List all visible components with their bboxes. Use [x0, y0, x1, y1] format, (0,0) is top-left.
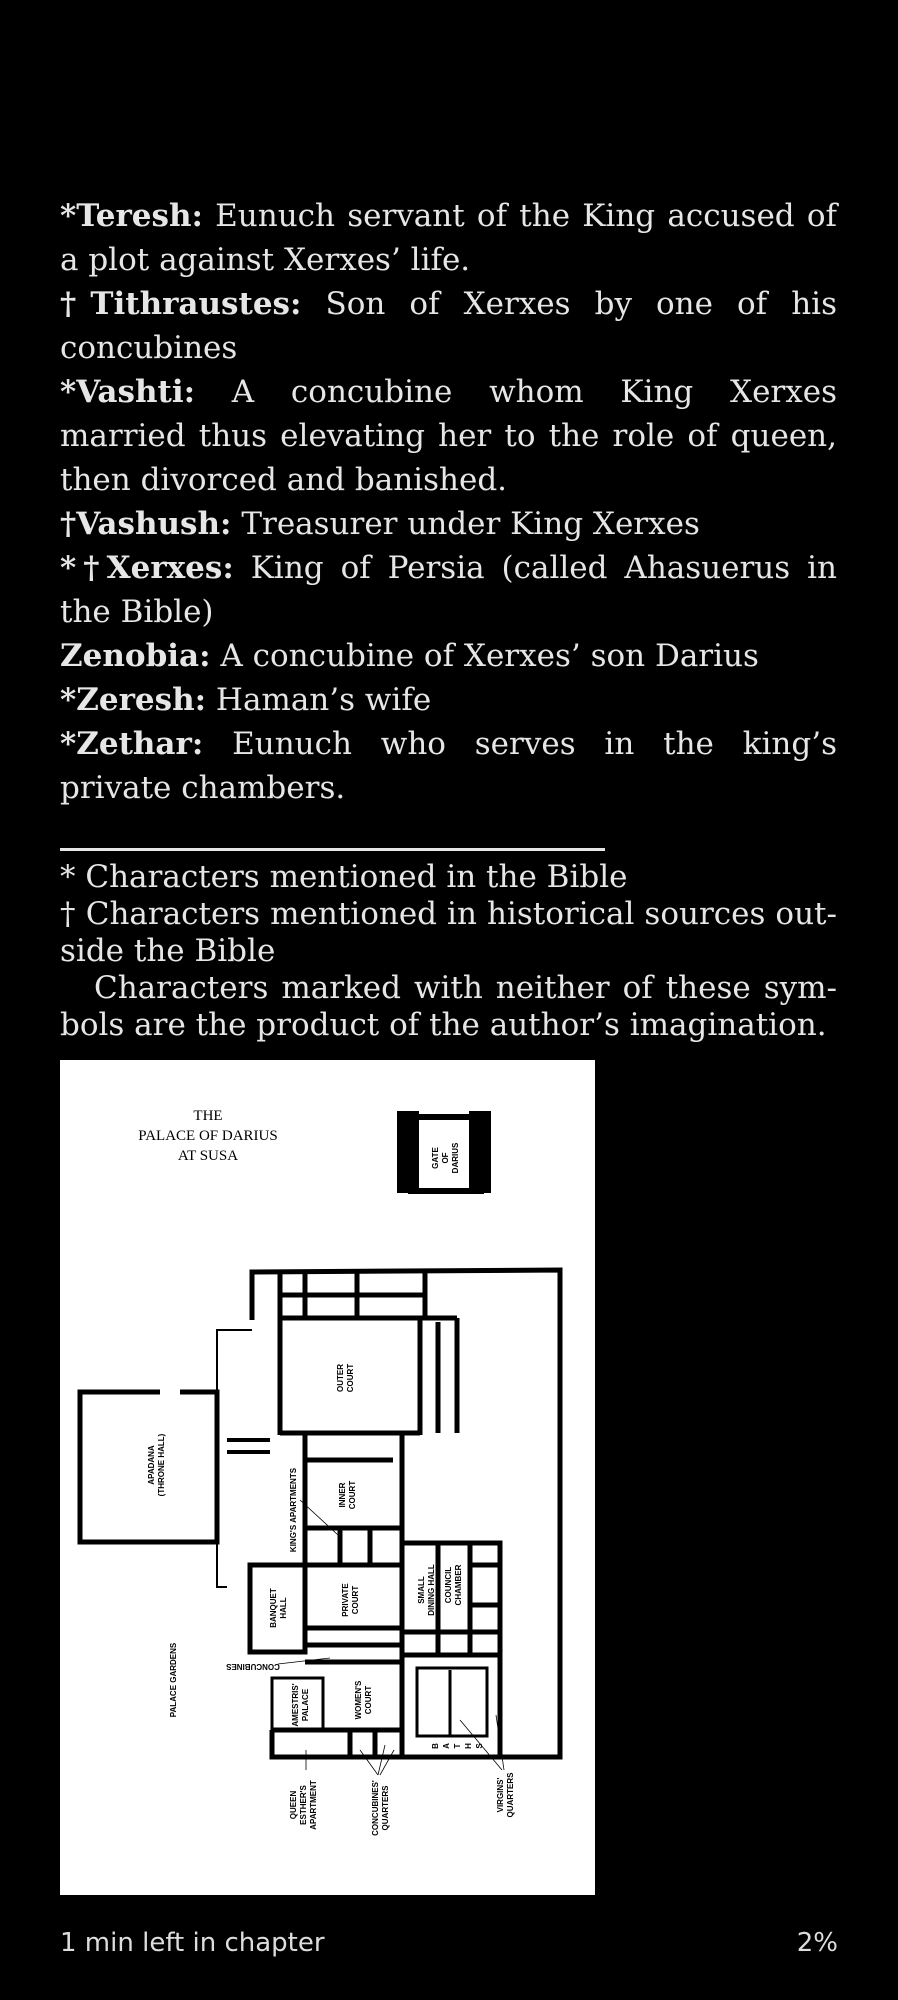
time-left-in-chapter: 1 min left in chapter — [60, 1928, 325, 1958]
entry-vashush: †Vashush: Treasurer under King Xerxes — [60, 502, 837, 546]
banquet-hall-label: BANQUET — [269, 1588, 278, 1628]
entry-desc: Son of Xerxes by one of his concu­bines — [60, 286, 837, 366]
note-historical: † Characters mentioned in historical sou… — [60, 896, 837, 969]
entry-xerxes: *†Xerxes: King of Persia (called Ahasuer… — [60, 546, 837, 634]
entry-name: †Vashush: — [60, 506, 232, 542]
entry-desc: Eunuch servant of the King accused of a … — [60, 198, 837, 278]
book-progress: 2% — [796, 1928, 838, 1958]
apadana-label: (THRONE HALL) — [157, 1433, 166, 1496]
banquet-hall-label: HALL — [279, 1597, 288, 1618]
outer-court-label: COURT — [346, 1364, 355, 1393]
council-chamber-label: CHAMBER — [454, 1564, 463, 1605]
entry-desc: King of Persia (called Ahasuerus in the … — [60, 550, 837, 630]
palace-floorplan: THE PALACE OF DARIUS AT SUSA GATE OF DAR… — [77, 1108, 563, 1836]
gate-label: DARIUS — [451, 1142, 460, 1173]
private-court-label: COURT — [351, 1586, 360, 1615]
entry-vashti: *Vashti: A concubine whom King Xerxes ma… — [60, 370, 837, 502]
entry-desc: Treasurer under King Xerxes — [231, 506, 700, 542]
outer-court-label: OUTER — [336, 1364, 345, 1392]
baths-letter: B — [431, 1743, 440, 1749]
esther-apartment-label: ESTHER'S — [299, 1784, 308, 1824]
entry-teresh: *Teresh: Eunuch servant of the King accu… — [60, 194, 837, 282]
entry-name: *Teresh: — [60, 198, 203, 234]
entry-desc: A concubine of Xerxes’ son Darius — [210, 638, 759, 674]
womens-court-label: WOMEN'S — [354, 1680, 363, 1719]
concubines-quarters-label: CONCUBINES' — [371, 1780, 380, 1836]
virgins-quarters-label: VIRGINS' — [496, 1778, 505, 1813]
apadana-label: APADANA — [147, 1445, 156, 1485]
baths-letter: A — [442, 1743, 451, 1749]
baths-letter: H — [464, 1743, 473, 1749]
glossary: *Teresh: Eunuch servant of the King accu… — [60, 194, 837, 1044]
womens-court-label: COURT — [364, 1686, 373, 1715]
dining-hall-label: SMALL — [417, 1576, 426, 1604]
council-chamber-label: COUNCIL — [444, 1567, 453, 1604]
kings-apartments-label: KING'S APARTMENTS — [289, 1467, 298, 1552]
dining-hall-label: DINING HALL — [427, 1564, 436, 1616]
entry-name: Zenobia: — [60, 638, 211, 674]
entry-desc: A concubine whom King Xerxes married thu… — [60, 374, 837, 498]
entry-name: †Tithraustes: — [60, 286, 302, 322]
map-title: PALACE OF DARIUS — [138, 1128, 277, 1144]
concubines-quarters-label: QUARTERS — [381, 1785, 390, 1831]
note-imaginary: Characters marked with neither of these … — [60, 970, 837, 1043]
entry-name: *Zeresh: — [60, 682, 207, 718]
gate-label: GATE — [431, 1147, 440, 1169]
amestris-palace-label: PALACE — [301, 1688, 310, 1721]
virgins-quarters-label: QUARTERS — [506, 1772, 515, 1818]
entry-name: *Zethar: — [60, 726, 204, 762]
inner-court-label: COURT — [348, 1481, 357, 1510]
gate-label: OF — [441, 1152, 450, 1163]
entry-name: *Vashti: — [60, 374, 196, 410]
entry-name: *†Xerxes: — [60, 550, 234, 586]
inner-court-label: INNER — [338, 1482, 347, 1507]
amestris-palace-label: AMESTRIS' — [291, 1683, 300, 1726]
concubines-label: CONCUBINES — [225, 1662, 279, 1671]
baths-letter: T — [453, 1743, 462, 1748]
entry-desc: Eunuch who serves in the king’s private … — [60, 726, 837, 806]
entry-zenobia: Zenobia: A concubine of Xerxes’ son Dari… — [60, 634, 837, 678]
entry-zeresh: *Zeresh: Haman’s wife — [60, 678, 837, 722]
entry-desc: Haman’s wife — [206, 682, 432, 718]
palace-gardens-label: PALACE GARDENS — [169, 1642, 178, 1717]
map-title: AT SUSA — [178, 1148, 238, 1164]
entry-tithraustes: †Tithraustes: Son of Xerxes by one of hi… — [60, 282, 837, 370]
reading-status-bar: 1 min left in chapter 2% — [60, 1928, 838, 1958]
esther-apartment-label: APARTMENT — [309, 1780, 318, 1830]
palace-map: THE PALACE OF DARIUS AT SUSA GATE OF DAR… — [60, 1060, 595, 1895]
footnote-divider — [60, 848, 605, 851]
entry-zethar: *Zethar: Eunuch who serves in the king’s… — [60, 722, 837, 810]
note-bible: * Characters mentioned in the Bible — [60, 859, 628, 895]
baths-label: B A T H S — [431, 1743, 484, 1749]
map-title: THE — [193, 1108, 222, 1124]
baths-letter: S — [475, 1743, 484, 1749]
private-court-label: PRIVATE — [341, 1583, 350, 1617]
esther-apartment-label: QUEEN — [289, 1791, 298, 1820]
